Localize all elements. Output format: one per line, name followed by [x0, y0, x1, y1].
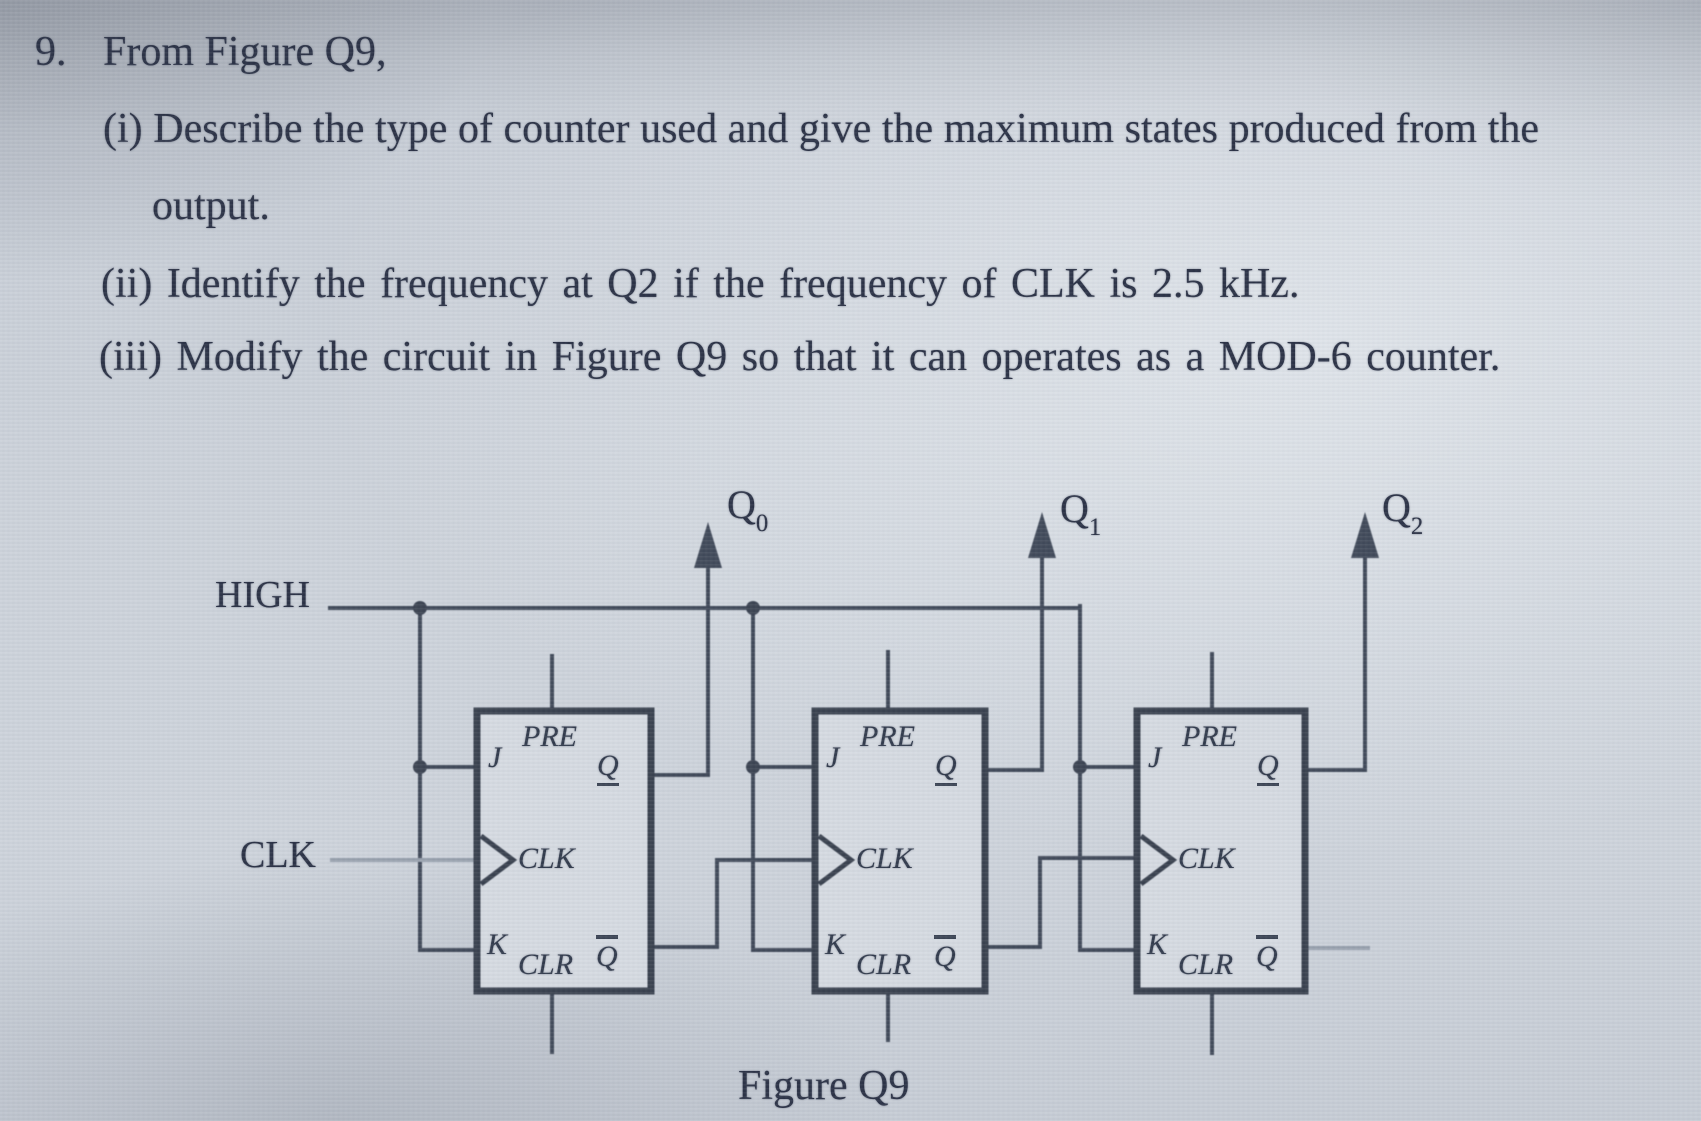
q1-arrowhead-icon [1028, 512, 1056, 558]
part-ii-text: Identify the frequency at Q2 if the freq… [166, 261, 1300, 307]
junction-dot [413, 760, 427, 774]
clk-edge-triangle-ff1 [479, 834, 518, 886]
ff2-clk-label: CLK [856, 842, 913, 875]
part-ii-label: (ii) [101, 261, 153, 307]
part-iii-label: (iii) [99, 334, 162, 380]
ff2-k-label: K [825, 928, 846, 961]
flipflop-box-2 [811, 707, 989, 995]
q1-subscript: 1 [1088, 513, 1102, 541]
clk-edge-triangle-ff3 [1139, 834, 1178, 886]
flipflop-box-1 [473, 707, 655, 995]
high-input-label: HIGH [215, 574, 310, 616]
figure-caption: Figure Q9 [738, 1063, 910, 1109]
ff3-j-label: J [1148, 741, 1162, 774]
junction-dot [413, 601, 427, 615]
ff1-pre-label: PRE [522, 720, 577, 753]
clk-edge-triangle-ff2 [817, 834, 856, 886]
ff1-qbar-label: Q [596, 935, 618, 972]
q0-arrowhead-icon [694, 522, 722, 568]
clk-input-label: CLK [240, 834, 316, 876]
ff3-q-label: Q [1257, 751, 1279, 786]
q0-subscript: 0 [755, 509, 769, 537]
junction-dot [1073, 760, 1087, 774]
ff1-clr-label: CLR [518, 948, 574, 981]
ff3-k-label: K [1147, 928, 1168, 961]
ff2-q-label: Q [935, 751, 957, 786]
part-i-text: Describe the type of counter used and gi… [153, 106, 1540, 152]
part-iii-text: Modify the circuit in Figure Q9 so that … [176, 334, 1501, 380]
q1-output-label: Q1 [1060, 486, 1101, 540]
ff3-clk-label: CLK [1178, 842, 1235, 875]
ff1-q-label: Q [597, 751, 619, 786]
q0-base: Q [727, 482, 756, 527]
ff2-pre-label: PRE [860, 720, 915, 753]
ff3-pre-label: PRE [1182, 720, 1237, 753]
ff2-j-label: J [826, 741, 840, 774]
q2-arrowhead-icon [1351, 512, 1379, 558]
question-number: 9. [35, 29, 67, 75]
q2-subscript: 2 [1410, 512, 1424, 540]
ff1-j-label: J [488, 741, 502, 774]
ff2-clr-label: CLR [856, 948, 912, 981]
q2-output-label: Q2 [1382, 485, 1423, 539]
question-intro: From Figure Q9, [103, 29, 387, 75]
question-part-iii: (iii) Modify the circuit in Figure Q9 so… [99, 336, 1500, 378]
q0-output-label: Q0 [727, 482, 768, 536]
q1-base: Q [1060, 486, 1089, 531]
ff1-k-label: K [487, 928, 508, 961]
ff2-qbar-label: Q [934, 935, 956, 972]
ff3-clr-label: CLR [1178, 948, 1234, 981]
ff1-clk-label: CLK [518, 842, 575, 875]
junction-dot [746, 601, 760, 615]
question-part-ii: (ii) Identify the frequency at Q2 if the… [101, 263, 1299, 305]
question-part-i: (i) Describe the type of counter used an… [103, 108, 1539, 150]
question-part-i-continuation: output. [152, 183, 270, 229]
ff3-qbar-label: Q [1256, 935, 1278, 972]
q2-base: Q [1382, 485, 1411, 530]
part-i-label: (i) [103, 106, 143, 152]
junction-dot [746, 760, 760, 774]
